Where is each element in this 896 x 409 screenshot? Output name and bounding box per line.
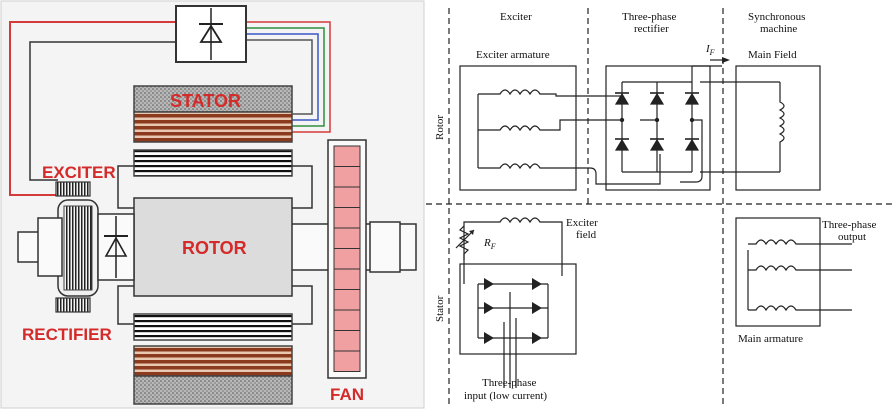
- fan-blade-segment: [333, 186, 361, 208]
- main-field-label: Main Field: [748, 49, 797, 61]
- rotor-label: ROTOR: [182, 238, 247, 258]
- resistor-symbol: RF: [483, 237, 496, 251]
- fan-blade-segment: [333, 227, 361, 249]
- fan-blade-segment: [333, 145, 361, 167]
- exciter-field-label-line2: field: [576, 229, 597, 241]
- diode-icon: [614, 92, 630, 105]
- exciter-assembly: [37, 181, 135, 313]
- diode-icon: [484, 278, 494, 290]
- fan-blades: [333, 145, 361, 372]
- row-label-rotor: Rotor: [434, 115, 446, 140]
- header-rectifier-line2: rectifier: [634, 23, 669, 35]
- stator-rectifier-box: [459, 263, 577, 355]
- diode-icon: [484, 332, 494, 344]
- output-label-line1: Three-phase: [822, 219, 876, 231]
- left-machine-diagram: STATOR ROTOR EXCIT: [0, 0, 425, 409]
- arrow-icon: [469, 230, 474, 235]
- field-resistor: [458, 225, 470, 284]
- diode-icon: [649, 138, 665, 151]
- exciter-field-circuit: [455, 217, 577, 388]
- exciter-field-label-line1: Exciter: [566, 217, 598, 229]
- rectifier-bridge: [606, 81, 703, 183]
- header-machine-line2: machine: [760, 23, 797, 35]
- header-machine-line1: Synchronous: [748, 11, 805, 23]
- exciter-coil-bottom: [55, 297, 91, 313]
- header-exciter: Exciter: [500, 11, 532, 23]
- diode-icon: [532, 332, 542, 344]
- header-rectifier-line1: Three-phase: [622, 11, 676, 23]
- fan-blade-segment: [333, 309, 361, 331]
- fan-blade-segment: [333, 166, 361, 188]
- fan-blade-segment: [333, 289, 361, 311]
- top-rectifier-box: [175, 5, 247, 63]
- rotor-core: [133, 197, 293, 297]
- green-wire: [246, 27, 325, 127]
- exciter-armature-box: [459, 65, 577, 191]
- three-phase-rectifier-box: [605, 65, 711, 191]
- diode-icon: [199, 24, 223, 43]
- diode-icon: [684, 92, 700, 105]
- exciter-label: EXCITER: [42, 163, 116, 182]
- output-label-line2: output: [838, 231, 866, 243]
- fan-blade-segment: [333, 207, 361, 229]
- fan-blade-segment: [333, 248, 361, 270]
- main-field-coil: [778, 82, 785, 172]
- input-label-line1: Three-phase: [482, 377, 536, 389]
- diode-icon: [649, 92, 665, 105]
- row-label-stator: Stator: [434, 295, 446, 322]
- red-wire-right: [246, 21, 331, 133]
- stator-label: STATOR: [170, 91, 241, 111]
- fan: [327, 139, 367, 379]
- rectifier-label: RECTIFIER: [22, 325, 112, 344]
- shaft-diode-icon: [104, 236, 128, 257]
- blue-wire: [246, 33, 319, 121]
- stator-top: [133, 85, 293, 177]
- red-wire: [9, 21, 176, 196]
- black-wire: [29, 41, 176, 181]
- diode-icon: [532, 278, 542, 290]
- main-armature-label: Main armature: [738, 333, 803, 345]
- field-current-symbol: IF: [705, 43, 715, 57]
- right-diagram-labels: Exciter Three-phase rectifier Synchronou…: [434, 11, 876, 402]
- arrow-icon: [722, 57, 730, 63]
- fan-blade-segment: [333, 350, 361, 372]
- exciter-armature-label: Exciter armature: [476, 49, 550, 61]
- bearing-right: [369, 221, 401, 273]
- fan-label: FAN: [330, 385, 364, 404]
- exciter-coil-top: [55, 181, 91, 197]
- main-armature-circuit: [735, 217, 852, 327]
- fan-blade-segment: [333, 330, 361, 352]
- stator-bottom: [133, 313, 293, 405]
- input-label-line2: input (low current): [464, 390, 547, 402]
- exciter-armature-windings: [477, 89, 661, 185]
- diode-icon: [614, 138, 630, 151]
- fan-blade-segment: [333, 268, 361, 290]
- right-circuit-diagram: [426, 8, 892, 406]
- main-field-box: [735, 65, 821, 191]
- gray-wire: [246, 39, 313, 115]
- diode-icon: [684, 138, 700, 151]
